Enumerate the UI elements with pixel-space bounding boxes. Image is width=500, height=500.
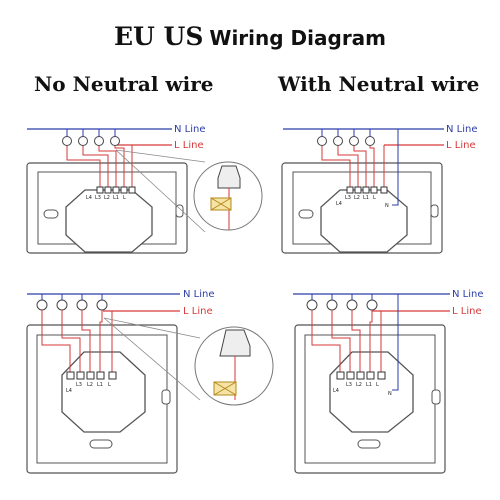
light-bulb-icon xyxy=(317,136,327,146)
terminal-screw xyxy=(120,186,128,194)
terminal-label: L2 xyxy=(356,382,362,388)
light-bulb-icon xyxy=(36,299,48,311)
n-line-label: N Line xyxy=(174,124,206,135)
switch-module xyxy=(65,189,153,253)
mount-slot xyxy=(161,389,171,405)
terminal-screw xyxy=(356,371,365,380)
diagram-top-right: L4 L3 L2 L1 L N N Line L Line xyxy=(281,124,478,254)
terminal-screw xyxy=(86,371,95,380)
terminal-label: L xyxy=(373,195,376,201)
terminal-label: L3 xyxy=(95,195,101,201)
terminal-screw xyxy=(104,186,112,194)
terminal-screw xyxy=(108,371,117,380)
title-sub: Wiring Diagram xyxy=(209,26,387,50)
light-bulb-icon xyxy=(326,299,338,311)
terminal-screw xyxy=(362,186,370,194)
l-line-label: L Line xyxy=(174,140,204,151)
light-bulb-icon xyxy=(94,136,104,146)
terminal-label: L xyxy=(108,382,111,388)
light-bulb-icon xyxy=(78,136,88,146)
terminal-screw xyxy=(128,186,136,194)
terminal-label: L2 xyxy=(354,195,360,201)
light-bulb-icon xyxy=(346,299,358,311)
terminal-label: L1 xyxy=(113,195,119,201)
terminal-screw xyxy=(380,186,388,194)
light-bulb-icon xyxy=(76,299,88,311)
light-bulb-icon xyxy=(62,136,72,146)
terminal-label: L2 xyxy=(87,382,93,388)
mount-slot xyxy=(357,439,381,449)
terminal-label: L1 xyxy=(363,195,369,201)
terminal-label: L4 xyxy=(333,388,339,394)
light-bulb-icon xyxy=(96,299,108,311)
terminal-screw xyxy=(76,371,85,380)
mount-slot xyxy=(89,439,113,449)
light-bulb-icon xyxy=(306,299,318,311)
n-line-label: N Line xyxy=(183,289,215,300)
terminal-label: L3 xyxy=(76,382,82,388)
terminal-label: L4 xyxy=(66,388,72,394)
l-line-label: L Line xyxy=(452,306,482,317)
terminal-screw xyxy=(66,371,75,380)
terminal-label: L2 xyxy=(104,195,110,201)
terminal-label: L4 xyxy=(336,201,342,207)
terminal-label: L1 xyxy=(366,382,372,388)
light-bulb-icon xyxy=(333,136,343,146)
switch-module xyxy=(320,189,408,253)
terminal-screw xyxy=(96,371,105,380)
n-line-label: N Line xyxy=(452,289,484,300)
terminal-screw xyxy=(377,371,386,380)
mount-slot xyxy=(298,209,314,219)
l-line-label: L Line xyxy=(183,306,213,317)
terminal-label: L xyxy=(123,195,126,201)
mount-slot xyxy=(43,209,59,219)
mount-slot xyxy=(431,389,441,405)
zoom-callout xyxy=(193,161,263,231)
diagram-bottom-left: L3 L2 L1 L L4 N Line L Line xyxy=(26,289,274,474)
mount-slot xyxy=(430,204,439,218)
mount-slot xyxy=(175,204,184,218)
terminal-label: N xyxy=(385,203,389,209)
light-bulb-icon xyxy=(110,136,120,146)
switch-module xyxy=(61,351,146,433)
terminal-screw xyxy=(346,371,355,380)
terminal-screw xyxy=(370,186,378,194)
diagram-top-left: L3 L2 L1 L L4 N Line L Line xyxy=(26,124,263,254)
light-bulb-icon xyxy=(365,136,375,146)
terminal-screw xyxy=(354,186,362,194)
l-line-label: L Line xyxy=(446,140,476,151)
terminal-label: L1 xyxy=(97,382,103,388)
heading-no-neutral: No Neutral wire xyxy=(34,72,214,96)
terminal-screw xyxy=(96,186,104,194)
terminal-screw xyxy=(346,186,354,194)
terminal-label: L3 xyxy=(346,382,352,388)
terminal-screw xyxy=(336,371,345,380)
light-bulb-icon xyxy=(366,299,378,311)
terminal-label: N xyxy=(388,391,392,397)
n-line-label: N Line xyxy=(446,124,478,135)
terminal-screw xyxy=(112,186,120,194)
terminal-label: L xyxy=(376,382,379,388)
diagram-bottom-right: L4 L3 L2 L1 L N N Line L Line xyxy=(293,289,484,474)
heading-with-neutral: With Neutral wire xyxy=(278,72,480,96)
terminal-label: L3 xyxy=(345,195,351,201)
terminal-screw xyxy=(366,371,375,380)
light-bulb-icon xyxy=(56,299,68,311)
title-main: EU US xyxy=(113,22,204,51)
switch-module xyxy=(329,351,414,433)
terminal-label: L4 xyxy=(86,195,92,201)
light-bulb-icon xyxy=(349,136,359,146)
